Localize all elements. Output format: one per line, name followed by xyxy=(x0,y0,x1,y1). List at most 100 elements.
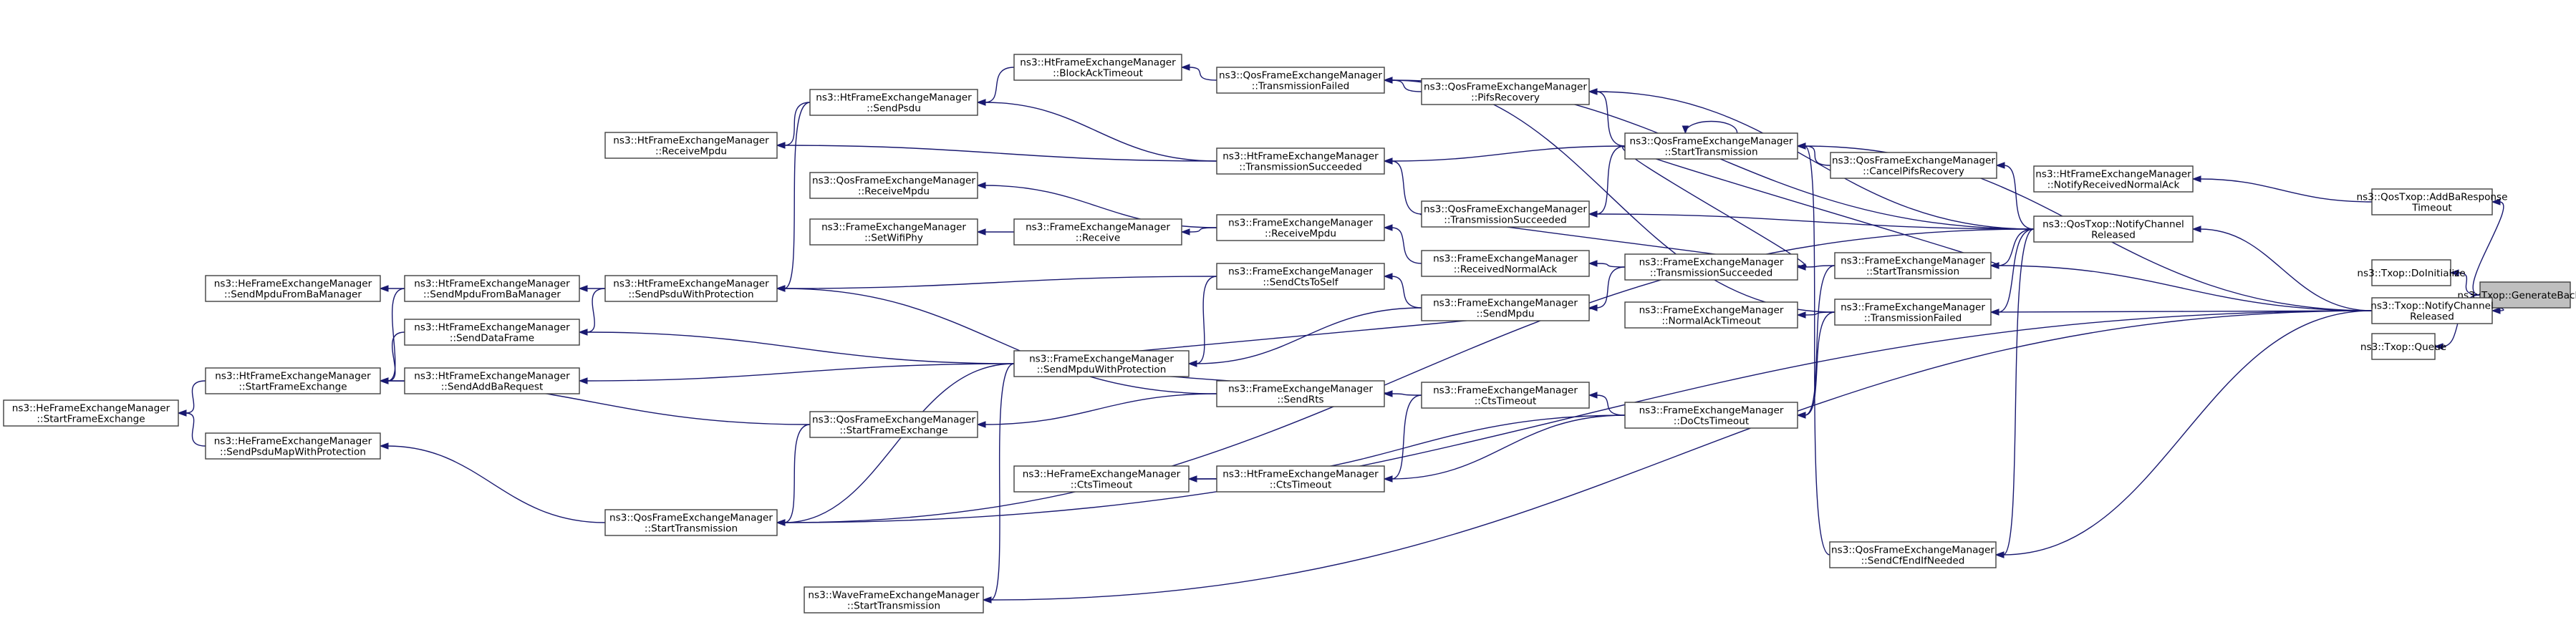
function-node[interactable]: ns3::FrameExchangeManager::NormalAckTime… xyxy=(1624,301,1798,329)
call-edge xyxy=(1997,228,2035,313)
function-node[interactable]: ns3::HtFrameExchangeManager::ReceiveMpdu xyxy=(604,132,778,159)
function-node[interactable]: ns3::HtFrameExchangeManager::StartFrameE… xyxy=(205,367,381,394)
function-node[interactable]: ns3::Txop::Queue xyxy=(2360,333,2446,360)
function-node[interactable]: ns3::FrameExchangeManager::SendRts xyxy=(1216,380,1385,407)
function-node[interactable]: ns3::QosFrameExchangeManager::Transmissi… xyxy=(1421,200,1590,228)
call-edge xyxy=(1997,310,2373,313)
function-node[interactable]: ns3::FrameExchangeManager::TransmissionS… xyxy=(1624,253,1798,281)
function-node[interactable]: ns3::HtFrameExchangeManager::CtsTimeout xyxy=(1216,465,1385,493)
node-box xyxy=(205,275,381,302)
node-box xyxy=(809,411,978,438)
function-node[interactable]: ns3::QosFrameExchangeManager::PifsRecove… xyxy=(1421,78,1590,105)
call-edge xyxy=(1596,266,1626,309)
node-label: ::StartTransmission xyxy=(1664,147,1757,158)
function-node[interactable]: ns3::FrameExchangeManager::ReceiveMpdu xyxy=(1216,214,1385,241)
edge-arrowhead xyxy=(976,228,986,236)
node-label: ns3::FrameExchangeManager xyxy=(1228,266,1373,278)
call-edge xyxy=(185,412,206,447)
node-label: ns3::HtFrameExchangeManager xyxy=(215,371,371,382)
function-node[interactable]: ns3::HtFrameExchangeManager::SendPsduWit… xyxy=(604,275,778,302)
node-label: ::NormalAckTimeout xyxy=(1661,316,1760,327)
function-node[interactable]: ns3::HtFrameExchangeManager::SendMpduFro… xyxy=(404,275,580,302)
function-node[interactable]: ns3::FrameExchangeManager::CtsTimeout xyxy=(1421,382,1590,409)
function-node[interactable]: ns3::HtFrameExchangeManager::Transmissio… xyxy=(1216,147,1385,175)
node-label: ns3::QosFrameExchangeManager xyxy=(1424,82,1587,93)
function-node[interactable]: ns3::FrameExchangeManager::SendMpduWithP… xyxy=(1013,350,1190,377)
node-box xyxy=(809,172,978,199)
edge-arrowhead xyxy=(776,519,786,526)
node-box xyxy=(205,367,381,394)
node-label: ns3::HtFrameExchangeManager xyxy=(1222,151,1379,163)
function-node[interactable]: ns3::FrameExchangeManager::DoCtsTimeout xyxy=(1624,402,1798,429)
function-node[interactable]: ns3::FrameExchangeManager::SetWifiPhy xyxy=(809,218,978,246)
node-label: ::SendRts xyxy=(1277,394,1323,406)
node-box xyxy=(1421,78,1590,105)
function-node[interactable]: ns3::HeFrameExchangeManager::SendMpduFro… xyxy=(205,275,381,302)
node-label: ::StartTransmission xyxy=(645,523,738,535)
function-node[interactable]: ns3::HtFrameExchangeManager::SendAddBaRe… xyxy=(404,367,580,394)
function-node[interactable]: ns3::QosFrameExchangeManager::StartTrans… xyxy=(604,509,778,536)
function-node[interactable]: ns3::QosFrameExchangeManager::SendCfEndI… xyxy=(1829,541,1997,568)
function-node[interactable]: ns3::HeFrameExchangeManager::CtsTimeout xyxy=(1013,465,1190,493)
node-label: ns3::QosTxop::NotifyChannel xyxy=(2042,219,2184,231)
function-node[interactable]: ns3::HtFrameExchangeManager::SendPsdu xyxy=(809,89,978,116)
function-node[interactable]: ns3::HtFrameExchangeManager::NotifyRecei… xyxy=(2033,165,2194,193)
edge-arrowhead xyxy=(982,596,992,603)
function-node[interactable]: ns3::HeFrameExchangeManager::SendPsduMap… xyxy=(205,432,381,460)
node-box xyxy=(2371,297,2493,324)
node-box xyxy=(2033,165,2194,193)
node-label: ::PifsRecovery xyxy=(1471,92,1540,104)
node-label: ns3::FrameExchangeManager xyxy=(1841,302,1985,314)
edge-arrowhead xyxy=(1383,475,1393,483)
call-edge xyxy=(1391,276,1422,309)
function-node[interactable]: ns3::QosFrameExchangeManager::CancelPifs… xyxy=(1830,152,1997,179)
node-label: ::ReceiveMpdu xyxy=(655,146,727,157)
function-node[interactable]: ns3::HtFrameExchangeManager::BlockAckTim… xyxy=(1013,54,1182,81)
function-node[interactable]: ns3::QosFrameExchangeManager::StartFrame… xyxy=(809,411,978,438)
edge-arrowhead xyxy=(1796,412,1806,419)
function-node[interactable]: ns3::FrameExchangeManager::Receive xyxy=(1013,218,1182,246)
call-edge xyxy=(783,424,811,523)
function-node[interactable]: ns3::FrameExchangeManager::TransmissionF… xyxy=(1834,299,1992,326)
node-label: ns3::FrameExchangeManager xyxy=(821,222,966,233)
call-edge xyxy=(2199,228,2373,311)
edge-arrowhead xyxy=(1682,125,1689,135)
call-edge xyxy=(586,331,1015,364)
node-label: ns3::QosTxop::AddBaResponse xyxy=(2357,192,2508,203)
call-edge xyxy=(1596,145,1626,215)
call-edge xyxy=(1804,265,1835,416)
function-node[interactable]: ns3::HeFrameExchangeManager::StartFrameE… xyxy=(3,399,179,427)
function-node[interactable]: ns3::FrameExchangeManager::ReceivedNorma… xyxy=(1421,250,1590,277)
edge-arrowhead xyxy=(1180,64,1190,71)
node-label: ns3::QosFrameExchangeManager xyxy=(1630,136,1793,147)
function-node[interactable]: ns3::QosFrameExchangeManager::StartTrans… xyxy=(1624,132,1798,160)
function-node[interactable]: ns3::QosFrameExchangeManager::Transmissi… xyxy=(1216,67,1385,94)
function-node[interactable]: ns3::QosFrameExchangeManager::ReceiveMpd… xyxy=(809,172,978,199)
call-edge xyxy=(990,310,2373,601)
function-node[interactable]: ns3::Txop::DoInitialize xyxy=(2357,259,2466,286)
function-node[interactable]: ns3::HtFrameExchangeManager::SendDataFra… xyxy=(404,319,580,346)
edge-arrowhead xyxy=(1187,475,1197,483)
node-label: ::SendPsduWithProtection xyxy=(628,289,753,301)
function-node[interactable]: ns3::WaveFrameExchangeManager::StartTran… xyxy=(804,586,984,614)
node-label: ::TransmissionFailed xyxy=(1864,313,1962,324)
function-node[interactable]: ns3::FrameExchangeManager::SendMpdu xyxy=(1421,294,1590,321)
call-edge xyxy=(1804,145,1830,556)
function-node[interactable]: ns3::FrameExchangeManager::StartTransmis… xyxy=(1834,252,1992,279)
node-box xyxy=(604,275,778,302)
node-box xyxy=(809,218,978,246)
node-label: ns3::HtFrameExchangeManager xyxy=(414,322,570,334)
node-box xyxy=(3,399,179,427)
node-label: ::CancelPifsRecovery xyxy=(1863,166,1964,178)
node-label: ::TransmissionSucceeded xyxy=(1444,215,1567,226)
call-edge xyxy=(1188,67,1217,81)
node-box xyxy=(1421,250,1590,277)
node-box xyxy=(1013,350,1190,377)
edge-arrowhead xyxy=(2491,307,2501,314)
call-edge xyxy=(990,363,1015,601)
function-node[interactable]: ns3::FrameExchangeManager::SendCtsToSelf xyxy=(1216,263,1385,290)
node-label: ::SetWifiPhy xyxy=(864,233,923,244)
